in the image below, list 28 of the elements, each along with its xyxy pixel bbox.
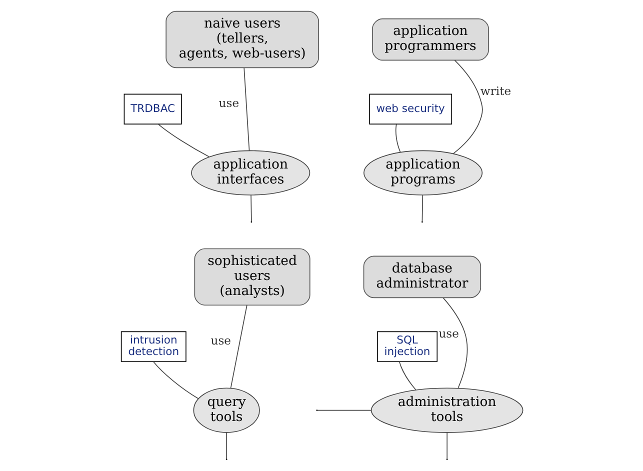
node-box: web security: [368, 94, 452, 124]
node-box: sophisticated users (analysts): [194, 248, 310, 306]
node-ellipse: application programs: [362, 150, 482, 196]
connector: [446, 432, 447, 460]
connector: [442, 297, 468, 388]
node-ellipse: query tools: [192, 388, 260, 433]
connector: [452, 60, 482, 154]
connector: [398, 361, 416, 390]
connector: [394, 124, 400, 152]
node-box: naive users (tellers, agents, web-users): [165, 10, 319, 68]
node-ellipse: application interfaces: [190, 150, 310, 196]
connector: [421, 194, 423, 222]
edge-label: use: [218, 96, 239, 110]
connector: [152, 361, 198, 400]
connector: [316, 410, 372, 411]
edge-label: use: [210, 333, 231, 348]
node-box: intrusion detection: [120, 331, 186, 362]
connector: [157, 124, 210, 158]
connector: [230, 304, 247, 389]
connector: [243, 68, 250, 151]
node-box: application programmers: [372, 18, 488, 61]
edge-label: write: [480, 84, 511, 98]
connector: [250, 194, 252, 222]
node-ellipse: administration tools: [370, 388, 523, 433]
node-box: database administrator: [362, 256, 481, 298]
node-box: TRDBAC: [123, 94, 182, 124]
edge-label: use: [438, 326, 458, 340]
node-box: SQL injection: [376, 331, 438, 362]
